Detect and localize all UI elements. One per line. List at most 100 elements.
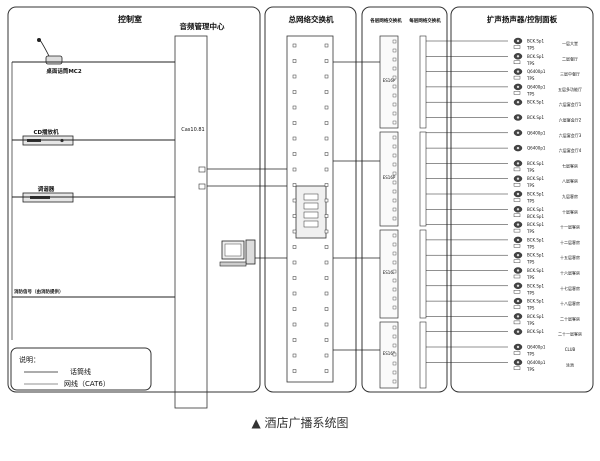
port-mark (392, 75, 397, 80)
speaker-cone (516, 208, 520, 211)
port-mark (292, 105, 297, 110)
speaker-model: Q6400p1 (527, 360, 546, 365)
port-mark (392, 102, 397, 107)
speaker-model: BCK.Sp1 (527, 207, 544, 212)
port-mark (292, 43, 297, 48)
speaker-cone (516, 361, 520, 364)
port-mark (392, 57, 397, 62)
port-mark (392, 334, 397, 339)
speaker-control: BCK.Sp1 (527, 214, 544, 219)
main-switch-ports (292, 43, 329, 373)
port-mark (324, 183, 329, 187)
patch-panel (419, 35, 427, 129)
figure-caption: ▲ 酒店广播系统图 (251, 416, 349, 430)
speaker-control: TPS (526, 91, 535, 96)
zone-label: 三层中餐厅 (560, 71, 580, 77)
port-mark (292, 90, 297, 94)
port-mark (324, 338, 329, 342)
speaker-model: Q6400p1 (527, 345, 546, 350)
speaker-cone (516, 284, 520, 287)
floor-switch-label: ES16P (383, 175, 396, 180)
control-room-title: 控制室 (118, 14, 142, 24)
port-mark (292, 121, 297, 125)
zone-label: 一层大堂 (562, 40, 578, 46)
speaker-model: BCK.Sp1 (527, 283, 544, 288)
speaker-cone (516, 192, 520, 196)
volume-control-icon (513, 182, 521, 187)
port-mark (392, 370, 397, 375)
port-mark (324, 59, 329, 63)
zone-label: 二十一层客房 (558, 331, 582, 337)
port-mark (392, 162, 397, 167)
port-mark (292, 74, 297, 79)
port-mark (292, 245, 297, 249)
speaker-control: TPS (526, 76, 535, 81)
port-mark (292, 353, 297, 358)
port-mark (324, 245, 329, 249)
audio-center-rack (174, 35, 208, 409)
speaker-control: TPS (526, 306, 535, 311)
speaker-control: TPS (526, 46, 535, 51)
speaker-control: TPS (526, 275, 535, 280)
legend-network-line: 网线（CAT6） (64, 379, 110, 388)
floor-switch-panel (361, 6, 448, 393)
speaker-cone (516, 55, 520, 58)
main-switch-core (295, 185, 327, 239)
port-mark (392, 48, 397, 53)
port-mark (392, 171, 397, 176)
port-mark (392, 251, 397, 256)
zone-label: 十二层客房 (560, 239, 580, 245)
port-mark (392, 93, 397, 98)
speaker-control: TPS (526, 352, 535, 357)
speaker-model: BCK.Sp1 (527, 222, 544, 227)
port-mark (392, 379, 397, 384)
port-mark (392, 260, 397, 265)
zone-label: 二层餐厅 (562, 55, 578, 61)
volume-control-icon (513, 198, 521, 202)
speaker-model: BCK.Sp1 (527, 115, 544, 120)
port-mark (392, 296, 397, 301)
speaker-cone (516, 162, 520, 165)
port-mark (292, 338, 297, 342)
port-mark (392, 361, 397, 366)
speaker-control: TPS (526, 321, 535, 326)
zone-label: 十八层客房 (560, 300, 580, 306)
legend-title: 说明： (19, 355, 40, 364)
speaker-model: BCK.Sp1 (527, 161, 544, 166)
port-mark (392, 189, 397, 194)
speaker-model: Q6400p1 (527, 84, 546, 89)
speaker-model: BCK.Sp1 (527, 192, 544, 197)
port-mark (324, 136, 329, 141)
port-mark (324, 276, 329, 280)
port-mark (392, 66, 397, 71)
audio-center-title: 音频管理中心 (180, 21, 225, 31)
port-mark (324, 369, 329, 373)
speaker-cone (516, 177, 520, 180)
speaker-cone (516, 345, 520, 349)
speaker-cone (516, 85, 520, 89)
port-mark (324, 322, 329, 327)
port-mark (292, 152, 297, 156)
port-mark (292, 260, 297, 265)
floor-switch-title: 各层网络交换机 (369, 17, 402, 24)
control-room-panel (7, 6, 261, 393)
port-mark (392, 39, 397, 44)
port-mark (292, 59, 297, 63)
port-mark (324, 260, 329, 265)
port-mark (392, 343, 397, 348)
zone-label: 七层客房 (562, 162, 578, 168)
speaker-cone (516, 254, 520, 257)
mic-label: 桌面话筒MC2 (46, 67, 82, 75)
speaker-cone (516, 39, 520, 43)
cd-label: CD播放机 (33, 128, 59, 136)
port-mark (324, 167, 329, 172)
port-mark (292, 214, 297, 218)
port-mark (392, 242, 397, 247)
port-mark (392, 325, 397, 330)
port-mark (392, 180, 397, 185)
volume-control-icon (513, 305, 521, 309)
tuner-label: 调谐器 (38, 185, 55, 193)
port-mark (392, 352, 397, 357)
port-mark (324, 307, 329, 311)
speaker-cone (516, 223, 520, 226)
